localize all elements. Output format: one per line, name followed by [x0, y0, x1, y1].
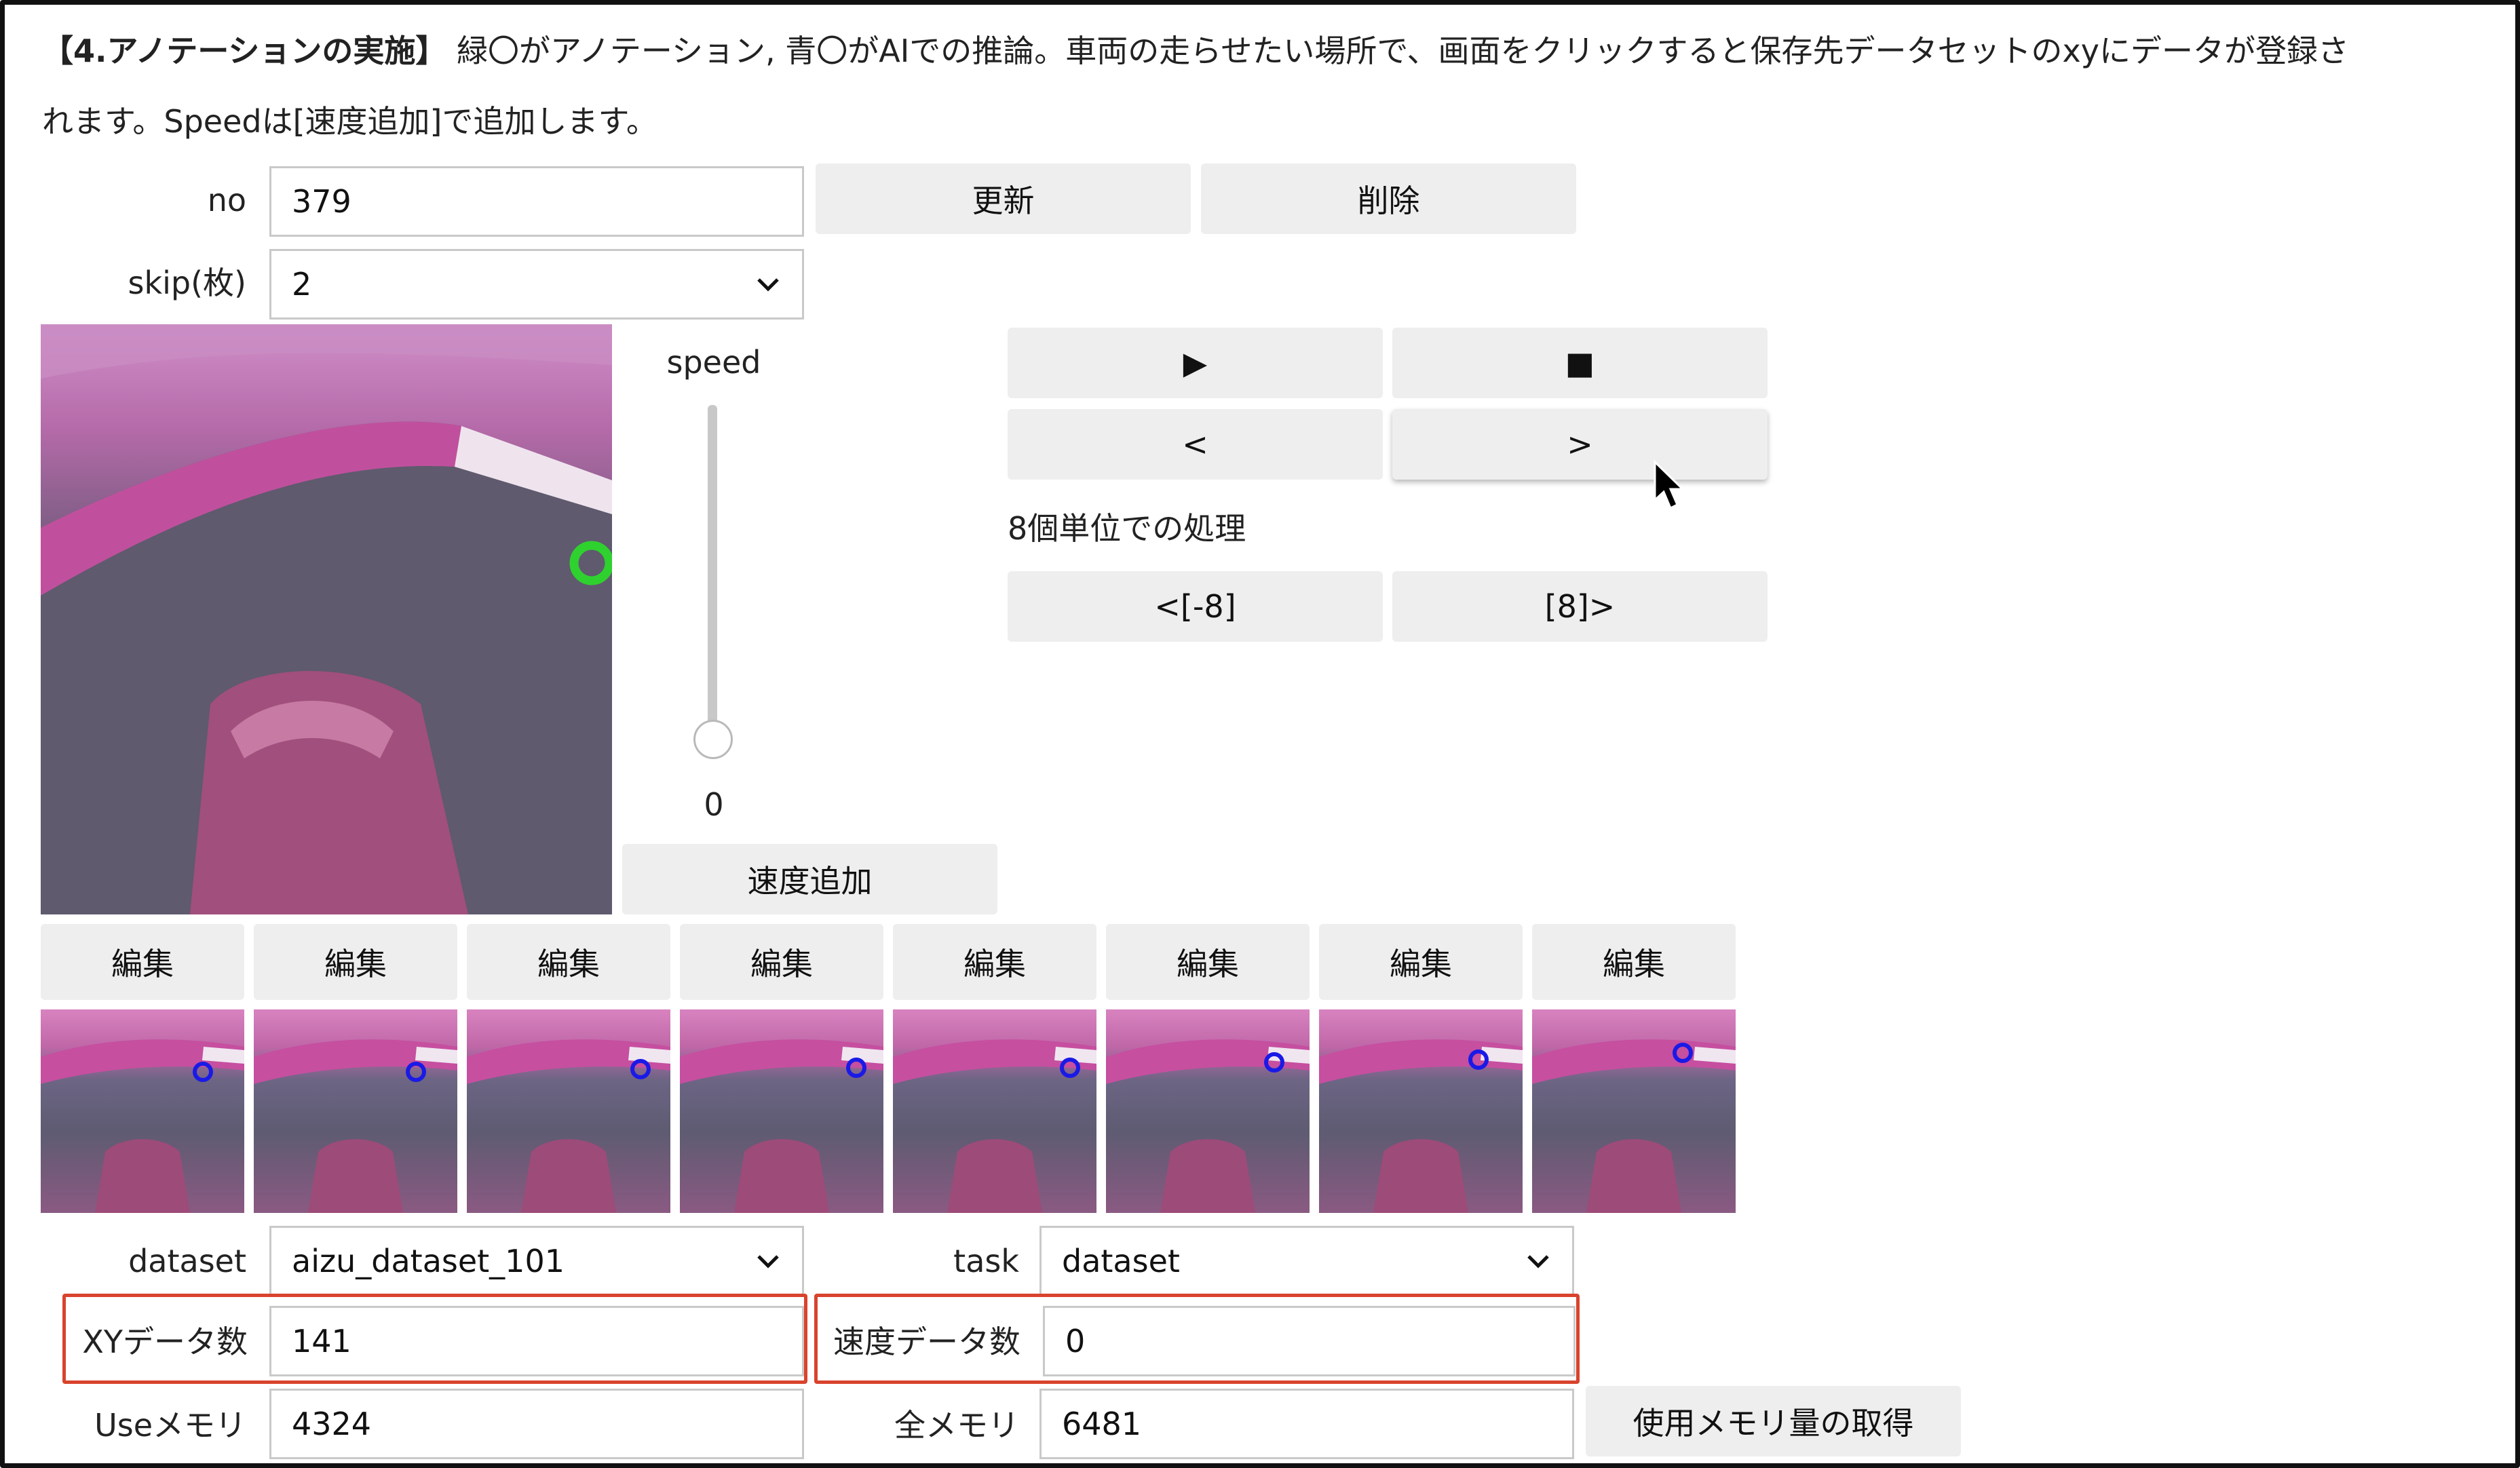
instructions-line-2: れます。Speedは[速度追加]で追加します。 — [42, 103, 657, 140]
thumbnail-image[interactable] — [1319, 1009, 1523, 1213]
skip-label: skip(枚) — [128, 265, 246, 301]
thumbnail-image[interactable] — [254, 1009, 457, 1213]
task-select-value: dataset — [1062, 1243, 1180, 1279]
edit-button-1[interactable]: 編集 — [41, 924, 244, 1000]
use-memory-value: 4324 — [292, 1406, 372, 1442]
dataset-label: dataset — [128, 1243, 246, 1279]
total-memory-field[interactable]: 6481 — [1039, 1389, 1574, 1459]
speed-count-label: 速度データ数 — [833, 1324, 1020, 1360]
instructions-text-1: 緑〇がアノテーション, 青〇がAIでの推論。車両の走らせたい場所で、画面をクリッ… — [457, 33, 2349, 69]
batch-processing-label: 8個単位での処理 — [1008, 510, 1246, 547]
dataset-select-value: aizu_dataset_101 — [292, 1243, 565, 1279]
annotation-marker — [569, 541, 612, 585]
mouse-cursor-icon — [1652, 459, 1693, 514]
task-select[interactable]: dataset — [1039, 1226, 1574, 1296]
speed-label: speed — [666, 344, 761, 381]
thumbnail-image[interactable] — [1106, 1009, 1310, 1213]
play-button[interactable]: ▶ — [1008, 328, 1383, 398]
edit-button-5[interactable]: 編集 — [893, 924, 1096, 1000]
skip-select-value: 2 — [292, 266, 312, 303]
speed-slider-track[interactable] — [708, 405, 717, 741]
inference-marker — [1264, 1052, 1284, 1073]
edit-button-3[interactable]: 編集 — [467, 924, 670, 1000]
chevron-down-icon — [755, 1248, 782, 1275]
inference-marker — [630, 1059, 651, 1079]
inference-marker — [1468, 1049, 1489, 1070]
speed-slider-knob[interactable] — [693, 720, 733, 759]
thumbnail-image[interactable] — [1532, 1009, 1736, 1213]
no-input-value: 379 — [292, 183, 351, 220]
speed-count-value: 0 — [1065, 1323, 1086, 1359]
skip-select[interactable]: 2 — [269, 249, 804, 320]
total-memory-label: 全メモリ — [894, 1407, 1019, 1444]
stop-button[interactable]: ■ — [1392, 328, 1768, 398]
delete-button[interactable]: 削除 — [1201, 163, 1576, 234]
inference-marker — [1673, 1043, 1693, 1063]
task-label: task — [953, 1243, 1019, 1279]
inference-marker — [406, 1062, 426, 1082]
use-memory-label: Useメモリ — [94, 1407, 246, 1444]
play-icon: ▶ — [1183, 345, 1208, 381]
thumbnail-image[interactable] — [467, 1009, 670, 1213]
edit-button-6[interactable]: 編集 — [1106, 924, 1310, 1000]
batch-previous-button[interactable]: <[-8] — [1008, 571, 1383, 642]
edit-button-2[interactable]: 編集 — [254, 924, 457, 1000]
no-label: no — [207, 182, 246, 218]
chevron-down-icon — [755, 271, 782, 298]
dataset-select[interactable]: aizu_dataset_101 — [269, 1226, 804, 1296]
inference-marker — [846, 1058, 866, 1078]
next-frame-button[interactable]: > — [1392, 409, 1768, 480]
instructions-line-1: 【4.アノテーションの実施】 緑〇がアノテーション, 青〇がAIでの推論。車両の… — [42, 26, 2349, 71]
add-speed-button[interactable]: 速度追加 — [622, 844, 997, 914]
chevron-down-icon — [1525, 1248, 1552, 1275]
get-memory-usage-button[interactable]: 使用メモリ量の取得 — [1586, 1386, 1961, 1456]
batch-next-button[interactable]: [8]> — [1392, 571, 1768, 642]
edit-button-8[interactable]: 編集 — [1532, 924, 1736, 1000]
update-button[interactable]: 更新 — [816, 163, 1191, 234]
inference-marker — [1060, 1058, 1080, 1078]
thumbnail-image[interactable] — [41, 1009, 244, 1213]
previous-frame-button[interactable]: < — [1008, 409, 1383, 480]
xy-count-value: 141 — [292, 1323, 351, 1359]
stop-icon: ■ — [1565, 345, 1595, 381]
inference-marker — [193, 1062, 213, 1082]
speed-value: 0 — [704, 786, 724, 823]
camera-frame-image[interactable] — [41, 324, 612, 914]
speed-count-highlight — [814, 1294, 1580, 1384]
edit-button-4[interactable]: 編集 — [680, 924, 883, 1000]
xy-count-label: XYデータ数 — [82, 1324, 248, 1360]
edit-button-7[interactable]: 編集 — [1319, 924, 1523, 1000]
thumbnail-image[interactable] — [893, 1009, 1096, 1213]
speed-count-field[interactable]: 0 — [1043, 1306, 1576, 1376]
xy-count-highlight — [62, 1294, 807, 1384]
use-memory-field[interactable]: 4324 — [269, 1389, 804, 1459]
instructions-heading: 【4.アノテーションの実施】 — [42, 33, 447, 69]
total-memory-value: 6481 — [1062, 1406, 1142, 1442]
no-input[interactable]: 379 — [269, 166, 804, 237]
thumbnail-image[interactable] — [680, 1009, 883, 1213]
xy-count-field[interactable]: 141 — [269, 1306, 804, 1376]
